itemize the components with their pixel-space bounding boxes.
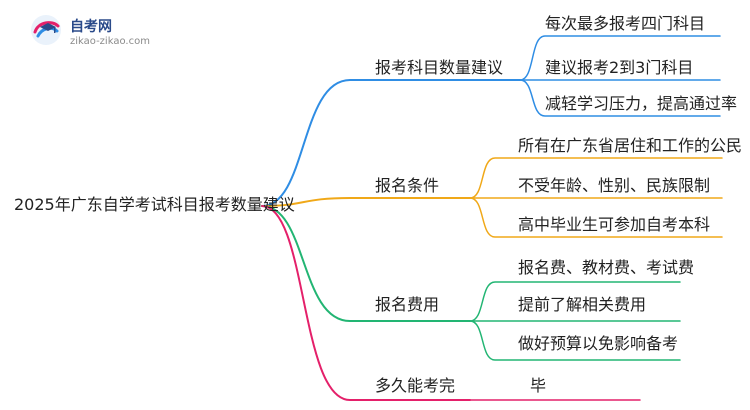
- graduation-cap-icon: [31, 15, 61, 45]
- leaf-connector-0-2: [519, 79, 721, 117]
- leaf-count-3: 减轻学习压力，提高通过率: [545, 94, 738, 113]
- leaf-fees-3: 做好预算以免影响备考: [518, 334, 679, 353]
- leaf-connector-1-2: [469, 197, 723, 238]
- leaf-fees-1: 报名费、教材费、考试费: [518, 258, 695, 277]
- leaf-count-2: 建议报考2到3门科目: [545, 58, 694, 77]
- leaf-conditions-1: 所有在广东省居住和工作的公民: [518, 136, 743, 155]
- branch-connector-1: [261, 197, 471, 207]
- leaf-fees-2: 提前了解相关费用: [518, 295, 647, 314]
- branch-label-count: 报考科目数量建议: [375, 58, 504, 77]
- leaf-connector-0-0: [519, 35, 721, 81]
- leaf-connector-1-0: [469, 157, 723, 199]
- branch-connector-2: [261, 205, 471, 322]
- logo-url: zikao-zikao.com: [70, 36, 150, 47]
- leaf-conditions-2: 不受年龄、性别、民族限制: [518, 176, 711, 195]
- leaf-connector-2-0: [469, 281, 681, 322]
- leaf-conditions-3: 高中毕业生可参加自考本科: [518, 215, 711, 234]
- logo-title: 自考网: [70, 19, 112, 35]
- leaf-count-1: 每次最多报考四门科目: [545, 14, 706, 33]
- branch-connector-0: [261, 79, 521, 207]
- branch-label-conditions: 报名条件: [375, 176, 440, 195]
- site-logo[interactable]: 自考网 zikao-zikao.com: [30, 12, 180, 52]
- leaf-connector-2-2: [469, 320, 681, 361]
- root-topic: 2025年广东自学考试科目报考数量建议: [14, 195, 295, 214]
- branch-label-duration: 多久能考完: [375, 376, 456, 395]
- branch-connector-3: [261, 205, 471, 401]
- leaf-duration-1: 毕: [530, 376, 547, 395]
- branch-label-fees: 报名费用: [375, 295, 440, 314]
